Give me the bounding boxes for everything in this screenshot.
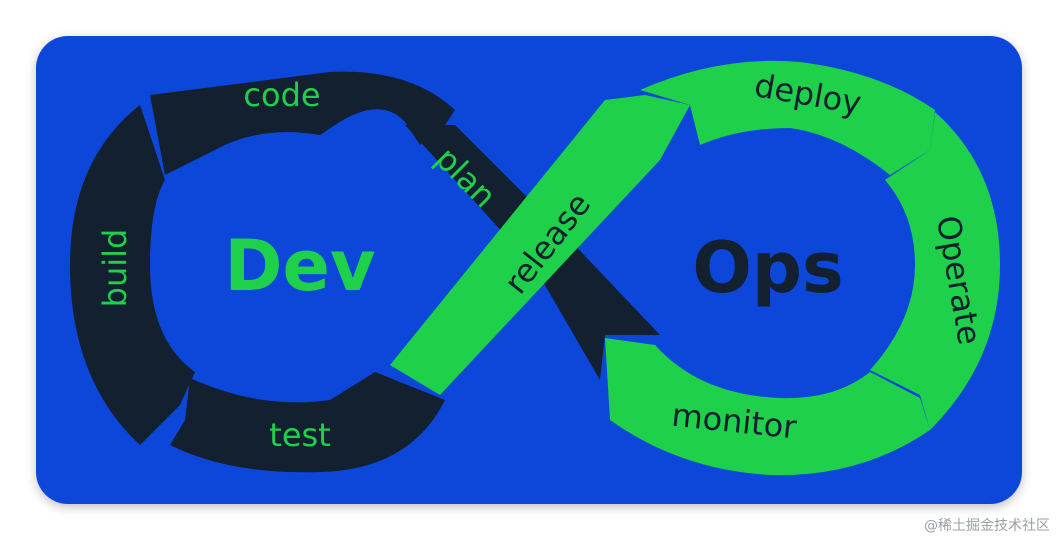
watermark-credit: @稀土掘金技术社区 xyxy=(924,518,1050,534)
label-build: build xyxy=(96,229,134,308)
title-dev: Dev xyxy=(224,225,375,307)
title-ops: Ops xyxy=(692,227,843,309)
label-code: code xyxy=(243,76,320,114)
label-test: test xyxy=(269,416,330,454)
